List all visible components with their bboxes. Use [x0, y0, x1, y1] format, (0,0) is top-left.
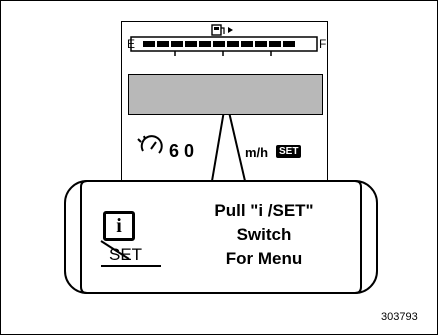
- fuel-full-label: F: [319, 37, 327, 51]
- fuel-segment: [213, 41, 225, 47]
- fuel-gauge-segments: [143, 41, 295, 47]
- fuel-segment: [157, 41, 169, 47]
- fuel-segment: [143, 41, 155, 47]
- fuel-segment: [283, 41, 295, 47]
- info-switch-icon: i: [103, 211, 135, 241]
- fuel-segment: [269, 41, 281, 47]
- cruise-speed: 6 0: [169, 141, 195, 161]
- callout-line-2: Switch: [236, 225, 292, 244]
- cruise-control-icon: [137, 135, 163, 154]
- cruise-unit: m/h: [245, 145, 269, 160]
- fuel-pump-icon: [211, 24, 225, 36]
- figure-number: 303793: [381, 311, 418, 323]
- fuel-segment: [227, 41, 239, 47]
- callout-outer-border: [64, 180, 378, 294]
- callout-line-3: For Menu: [225, 249, 303, 268]
- fuel-segment: [185, 41, 197, 47]
- fuel-gauge-ticks: [174, 51, 272, 56]
- switch-set-label: SET: [109, 245, 143, 264]
- fuel-segment: [255, 41, 267, 47]
- switch-diagonal: [100, 240, 130, 260]
- callout-line-1: Pull "i /SET": [214, 201, 314, 220]
- fuel-door-arrow-icon: [228, 27, 233, 33]
- fuel-segment: [171, 41, 183, 47]
- fuel-segment: [199, 41, 211, 47]
- multi-info-display: [128, 74, 323, 115]
- cruise-set-badge: SET: [276, 145, 302, 158]
- fuel-empty-label: E: [127, 37, 136, 51]
- fuel-segment: [241, 41, 253, 47]
